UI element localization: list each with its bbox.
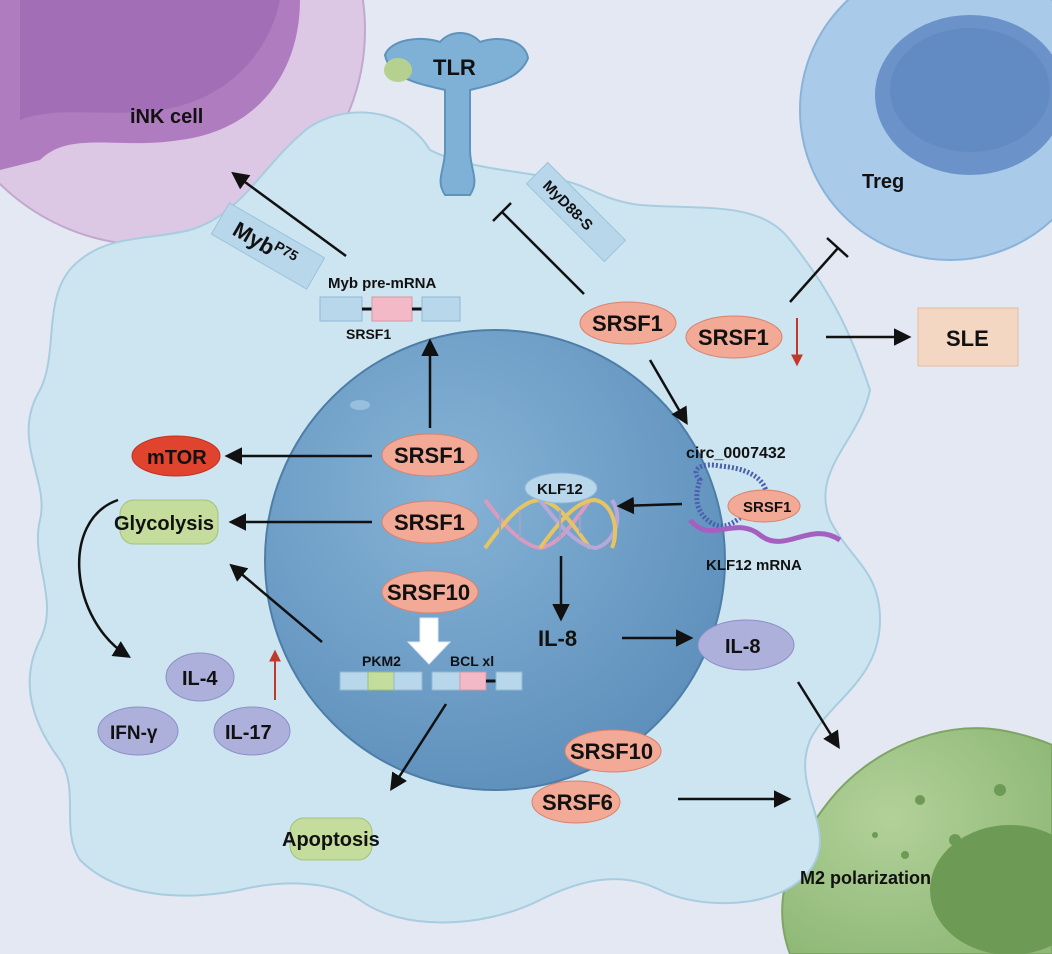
pkm2-construct [339, 671, 423, 691]
treg-cell [799, 0, 1052, 261]
white-down-arrow-icon [406, 617, 452, 665]
klf12-mrna-label: KLF12 mRNA [706, 557, 802, 574]
ifng-pill [97, 706, 179, 756]
glycolysis-label: Glycolysis [114, 513, 214, 535]
il8-nucleus-label: IL-8 [538, 626, 577, 651]
srsf6-label: SRSF6 [542, 790, 613, 815]
srsf1-pill-nucleus-1 [381, 433, 479, 477]
klf12-pill [524, 472, 598, 504]
srsf1-label-5: SRSF1 [743, 499, 791, 516]
klf12-label: KLF12 [537, 481, 583, 498]
arrow-circ-to-dna [616, 496, 683, 515]
il4-label: IL-4 [182, 668, 218, 690]
arrow-pkm2-to-glycolysis [229, 563, 323, 643]
myb-pre-mrna-construct [319, 296, 461, 322]
myb-pre-mrna-label: Myb pre-mRNA [328, 275, 437, 292]
arrow-myb-to-ink [231, 171, 347, 258]
arrow-srsf1-to-circ [648, 359, 688, 426]
sle-label: SLE [946, 326, 989, 351]
srsf10-pill-nucleus [381, 570, 479, 614]
arrow-il8-to-m2 [796, 681, 840, 749]
mtor-pill [131, 435, 221, 477]
il8-label: IL-8 [725, 636, 761, 658]
pkm2-label: PKM2 [362, 653, 401, 669]
apoptosis-label: Apoptosis [282, 829, 380, 851]
srsf1-small-label: SRSF1 [346, 326, 391, 342]
circ-label: circ_0007432 [686, 445, 786, 462]
mtor-label: mTOR [147, 447, 207, 469]
srsf1-pill-nucleus-2 [381, 500, 479, 544]
il17-pill [213, 706, 291, 756]
srsf1-pill-cyto-1 [579, 301, 677, 345]
m2-cell [781, 727, 1052, 954]
bclxl-construct [431, 671, 523, 691]
srsf10-label-1: SRSF10 [387, 580, 470, 605]
nucleus [264, 329, 726, 791]
circ-rna-complex [688, 462, 842, 544]
il4-pill [165, 652, 235, 702]
arrow-nucleus-to-apoptosis [390, 703, 448, 791]
dna-icon [483, 497, 620, 551]
glycolysis-box [119, 499, 219, 545]
il17-label: IL-17 [225, 722, 272, 744]
srsf1-label-2: SRSF1 [394, 510, 465, 535]
inhibit-srsf1-to-treg [789, 247, 839, 303]
srsf1-label-1: SRSF1 [394, 443, 465, 468]
il8-pill [697, 619, 795, 671]
arrow-glycolysis-to-cytokines [77, 498, 131, 658]
srsf6-pill [531, 780, 621, 824]
inhibit-srsf1-to-tlr [501, 211, 585, 295]
bclxl-label: BCL xl [450, 653, 494, 669]
treg-label: Treg [862, 171, 904, 193]
srsf1-pill-circ [727, 489, 801, 523]
sle-box [917, 307, 1019, 367]
apoptosis-box [289, 817, 373, 861]
tlr-receptor-icon [383, 32, 530, 196]
ifng-label: IFN-γ [110, 723, 158, 744]
srsf1-label-3: SRSF1 [592, 311, 663, 336]
srsf1-label-4: SRSF1 [698, 325, 769, 350]
srsf1-pill-cyto-2 [685, 315, 783, 359]
tlr-label: TLR [433, 55, 476, 80]
srsf10-pill-cyto [564, 729, 662, 773]
ink-cell-label: iNK cell [130, 106, 203, 128]
arrows [77, 171, 912, 808]
m2-label: M2 polarization [800, 868, 931, 888]
srsf10-label-2: SRSF10 [570, 739, 653, 764]
